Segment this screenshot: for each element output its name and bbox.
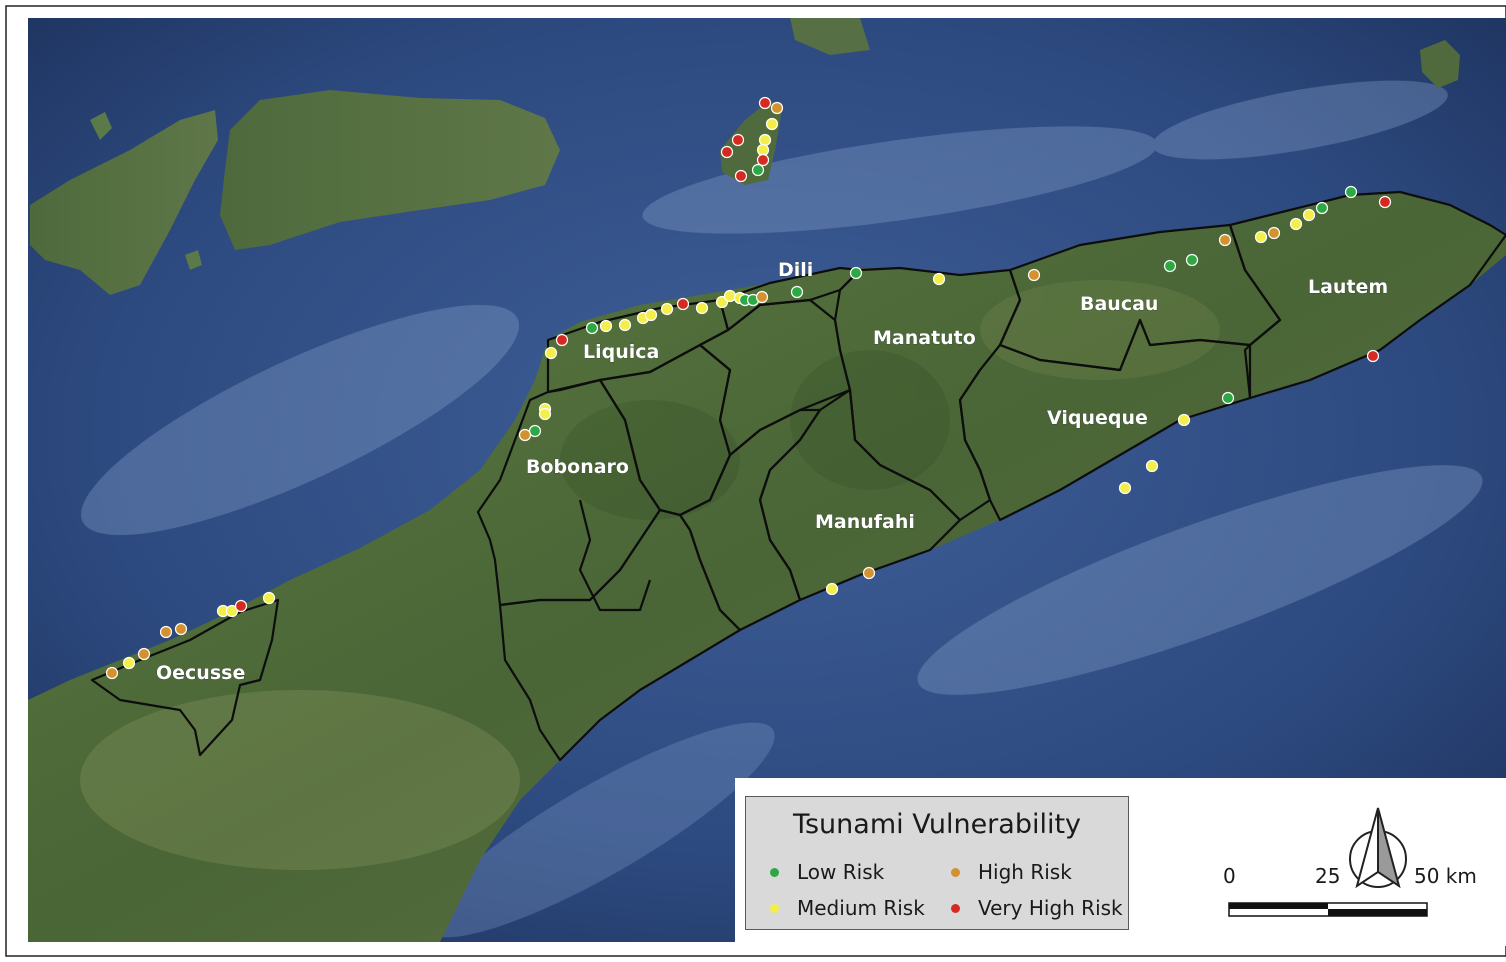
very-high-risk-point[interactable] [1366,349,1380,363]
vulnerability-points [105,96,1392,680]
very-high-risk-dot-icon [951,903,960,913]
low-risk-point[interactable] [1315,201,1329,215]
legend-label-high-risk: High Risk [978,860,1072,884]
medium-risk-point[interactable] [1254,230,1268,244]
label-dili: Dili [778,259,813,281]
high-risk-point[interactable] [1218,233,1232,247]
medium-risk-point[interactable] [1145,459,1159,473]
medium-risk-point[interactable] [122,656,136,670]
medium-risk-point[interactable] [644,308,658,322]
very-high-risk-point[interactable] [734,169,748,183]
low-risk-point[interactable] [528,424,542,438]
legend-item-high-risk: High Risk [951,857,1072,887]
high-risk-dot-icon [951,867,960,877]
legend-item-low-risk: Low Risk [770,857,884,887]
low-risk-point[interactable] [790,285,804,299]
medium-risk-point[interactable] [1118,481,1132,495]
scale-bar-graphic [1228,902,1428,917]
legend-item-medium-risk: Medium Risk [770,893,925,923]
high-risk-point[interactable] [770,101,784,115]
very-high-risk-point[interactable] [758,96,772,110]
label-baucau: Baucau [1080,293,1158,315]
high-risk-point[interactable] [105,666,119,680]
district-labels: Dili Liquica Manatuto Baucau Lautem Viqu… [156,259,1389,685]
medium-risk-point[interactable] [932,272,946,286]
medium-risk-point[interactable] [262,591,276,605]
label-viqueque: Viqueque [1047,407,1148,429]
very-high-risk-point[interactable] [756,153,770,167]
legend-label-very-high-risk: Very High Risk [978,896,1123,920]
very-high-risk-point[interactable] [731,133,745,147]
medium-risk-point[interactable] [1177,413,1191,427]
medium-risk-point[interactable] [1289,217,1303,231]
medium-risk-point[interactable] [538,407,552,421]
label-oecusse: Oecusse [156,662,245,684]
low-risk-point[interactable] [751,163,765,177]
high-risk-point[interactable] [1267,226,1281,240]
label-manatuto: Manatuto [873,327,976,349]
medium-risk-point[interactable] [758,133,772,147]
scale-tick-25: 25 [1315,864,1341,888]
medium-risk-point[interactable] [723,289,737,303]
medium-risk-point[interactable] [225,604,239,618]
very-high-risk-point[interactable] [234,599,248,613]
very-high-risk-point[interactable] [1378,195,1392,209]
label-lautem: Lautem [1308,276,1388,298]
high-risk-point[interactable] [862,566,876,580]
high-risk-point[interactable] [518,428,532,442]
sea-texture [81,80,1483,938]
north-arrow-icon [1349,807,1407,889]
medium-risk-point[interactable] [695,301,709,315]
medium-risk-dot-icon [770,903,779,913]
medium-risk-point[interactable] [618,318,632,332]
legend-item-very-high-risk: Very High Risk [951,893,1123,923]
legend-title: Tsunami Vulnerability [792,809,1082,840]
land-texture [80,280,1220,870]
low-risk-point[interactable] [585,321,599,335]
timor-landmass [28,192,1506,942]
high-risk-point[interactable] [137,647,151,661]
low-risk-point[interactable] [1221,391,1235,405]
label-liquica: Liquica [583,341,659,363]
medium-risk-point[interactable] [660,302,674,316]
medium-risk-point[interactable] [756,143,770,157]
high-risk-point[interactable] [755,290,769,304]
northern-islands [30,18,1460,295]
medium-risk-point[interactable] [1302,208,1316,222]
scale-tick-0: 0 [1223,864,1236,888]
scale-tick-50: 50 km [1414,864,1477,888]
label-bobonaro: Bobonaro [526,456,629,478]
very-high-risk-point[interactable] [720,145,734,159]
high-risk-point[interactable] [1027,268,1041,282]
high-risk-point[interactable] [174,622,188,636]
medium-risk-point[interactable] [599,319,613,333]
legend-label-low-risk: Low Risk [797,860,885,884]
very-high-risk-point[interactable] [676,297,690,311]
medium-risk-point[interactable] [825,582,839,596]
low-risk-dot-icon [770,867,779,877]
very-high-risk-point[interactable] [555,333,569,347]
label-manufahi: Manufahi [815,511,915,533]
legend-label-medium-risk: Medium Risk [797,896,925,920]
low-risk-point[interactable] [849,266,863,280]
low-risk-point[interactable] [1344,185,1358,199]
low-risk-point[interactable] [1185,253,1199,267]
medium-risk-point[interactable] [544,346,558,360]
high-risk-point[interactable] [159,625,173,639]
medium-risk-point[interactable] [765,117,779,131]
medium-risk-point[interactable] [715,295,729,309]
legend: Tsunami Vulnerability Low Risk High Risk… [745,796,1129,930]
low-risk-point[interactable] [1163,259,1177,273]
